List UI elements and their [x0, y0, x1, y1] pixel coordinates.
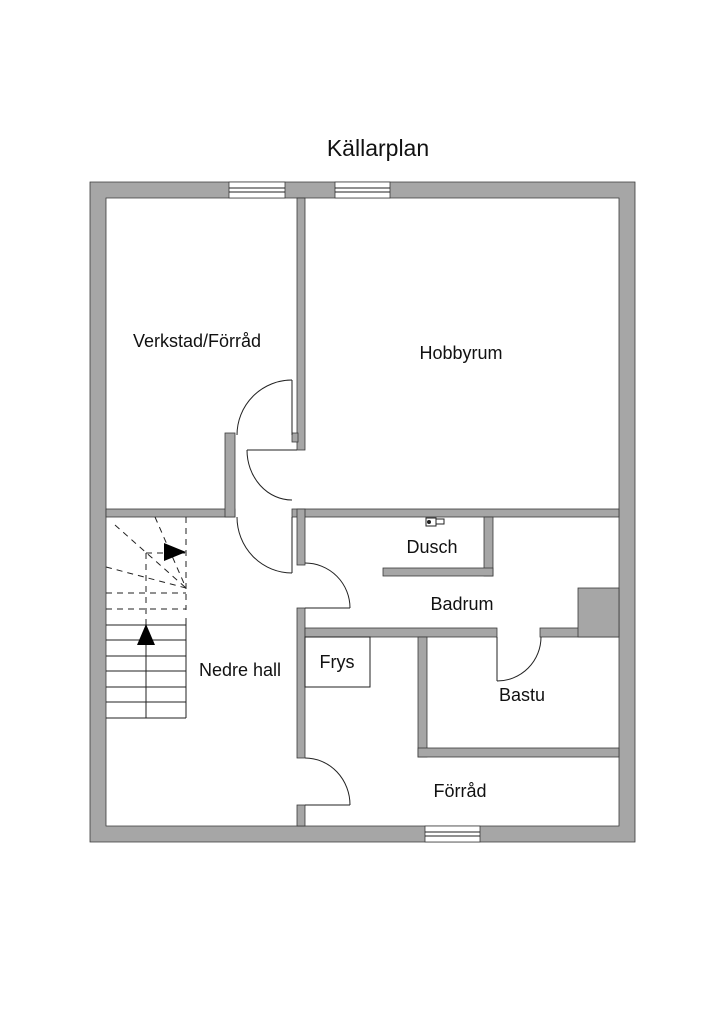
window-bottom — [424, 825, 481, 843]
room-label-forrad: Förråd — [433, 781, 486, 801]
stair-arrow-right-icon — [164, 543, 186, 561]
freezer-outline — [304, 636, 371, 688]
door-bastu — [496, 636, 542, 682]
staircase — [105, 516, 187, 719]
door-verkstad — [236, 379, 293, 436]
door-hobbyrum — [246, 449, 297, 501]
room-label-dusch: Dusch — [406, 537, 457, 557]
interior-walls — [105, 197, 620, 827]
plan-title: Källarplan — [327, 135, 429, 161]
window-top-right — [334, 181, 391, 199]
room-label-frys: Frys — [320, 652, 355, 672]
shower-icon — [425, 517, 445, 527]
room-label-badrum: Badrum — [430, 594, 493, 614]
stair-arrow-up-icon — [137, 624, 155, 645]
door-hall — [236, 516, 293, 574]
outer-walls — [89, 181, 636, 843]
door-badrum — [304, 562, 351, 609]
room-label-bastu: Bastu — [499, 685, 545, 705]
door-forrad — [304, 757, 351, 806]
room-label-nedre-hall: Nedre hall — [199, 660, 281, 680]
window-top-left — [228, 181, 286, 199]
room-label-hobbyrum: Hobbyrum — [419, 343, 502, 363]
room-label-verkstad: Verkstad/Förråd — [133, 331, 261, 351]
